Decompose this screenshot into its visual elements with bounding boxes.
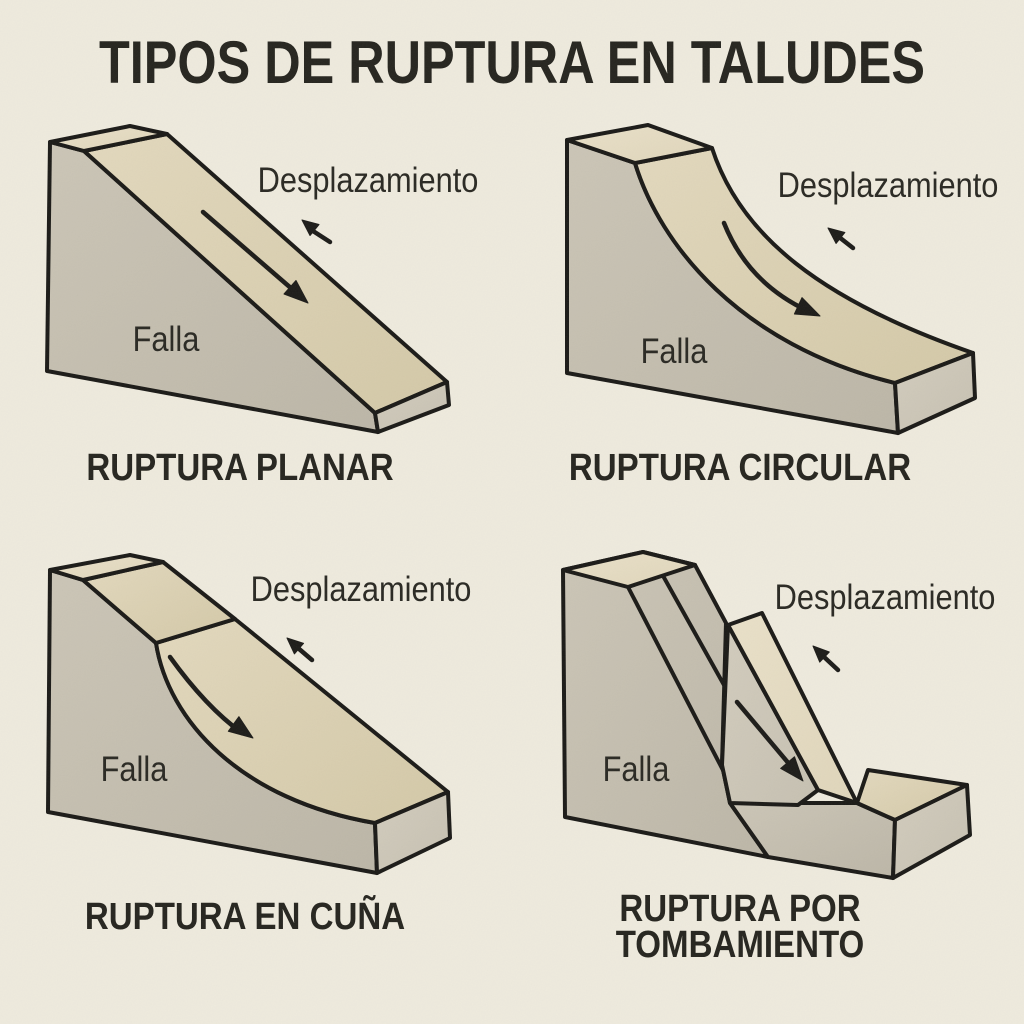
wedge-displacement-label: Desplazamiento [250,570,472,609]
caption-toppling-line1: RUPTURA POR [619,888,861,930]
panel-ruptura-circular: Falla Desplazamiento [540,115,1000,460]
circular-fault-label: Falla [640,332,708,371]
planar-fault-label: Falla [132,320,200,359]
caption-ruptura-por-tombamiento: RUPTURA POR TOMBAMIENTO [531,888,949,967]
panel-ruptura-planar: Falla Desplazamiento [30,115,480,460]
page-title: TIPOS DE RUPTURA EN TALUDES [98,29,926,96]
caption-toppling-line2: TOMBAMIENTO [615,924,865,967]
planar-displacement-arrow [301,219,333,245]
planar-displacement-label: Desplazamiento [257,161,479,200]
caption-ruptura-circular: RUPTURA CIRCULAR [568,447,912,489]
toppling-fault-label: Falla [602,750,670,789]
panel-ruptura-por-tombamiento: Falla Desplazamiento [540,545,1000,895]
toppling-platform-front-face [728,801,897,880]
toppling-displacement-label: Desplazamiento [774,578,996,617]
caption-ruptura-en-cuna: RUPTURA EN CUÑA [84,896,406,938]
wedge-displacement-arrow [286,637,315,663]
caption-ruptura-planar: RUPTURA PLANAR [86,447,394,489]
panel-ruptura-en-cuna: Falla Desplazamiento [30,545,480,895]
circular-displacement-arrow [827,227,856,251]
wedge-fault-label: Falla [100,750,168,789]
toppling-displacement-arrow [812,645,841,673]
circular-displacement-label: Desplazamiento [777,166,999,205]
